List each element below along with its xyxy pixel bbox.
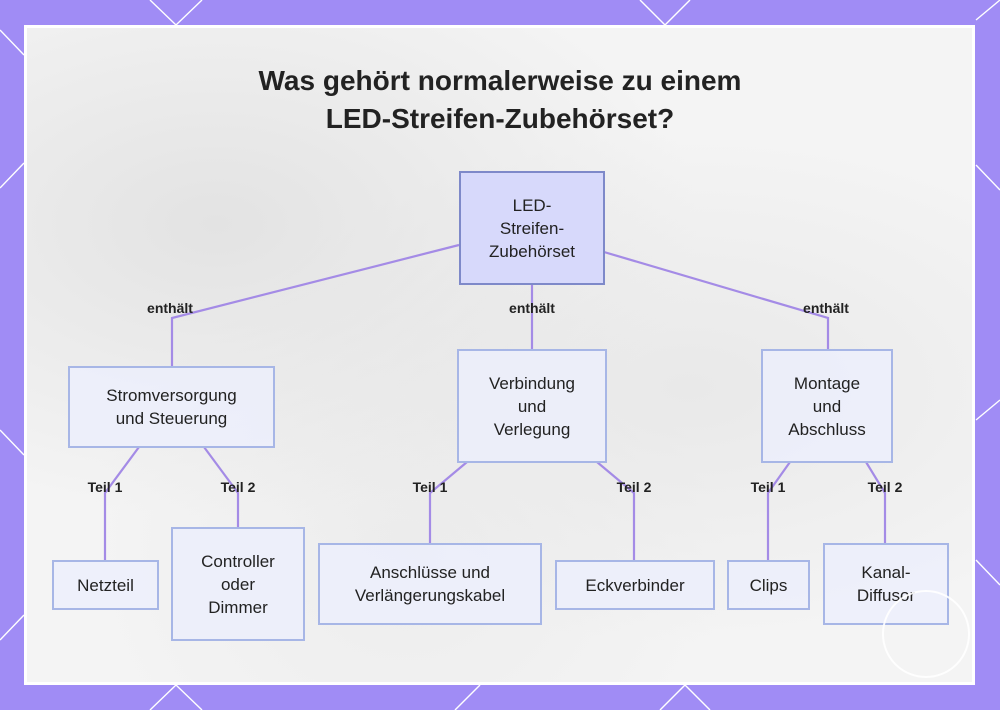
edge-label-teil1-mounting: Teil 1 — [750, 479, 786, 495]
node-mounting-label: Montage und Abschluss — [788, 373, 866, 439]
node-eckverbinder-label: Eckverbinder — [585, 575, 685, 595]
edge-label-teil2-power: Teil 2 — [220, 479, 256, 495]
node-root: LED- Streifen- Zubehörset — [459, 171, 605, 285]
node-root-label: LED- Streifen- Zubehörset — [489, 195, 575, 261]
node-eckverbinder: Eckverbinder — [555, 560, 715, 610]
edge-root-mounting — [603, 250, 830, 350]
edge-power-netzteil — [103, 446, 140, 560]
edge-power-controller — [203, 446, 240, 528]
node-controller-label: Controller oder Dimmer — [201, 551, 275, 617]
edge-label-teil2-mounting: Teil 2 — [867, 479, 903, 495]
title-line-1: Was gehört normalerweise zu einem — [258, 65, 742, 96]
node-power-label: Stromversorgung und Steuerung — [106, 386, 237, 428]
edge-label-enthaelt-1: enthält — [147, 300, 193, 316]
page-title: Was gehört normalerweise zu einem LED-St… — [0, 62, 1000, 138]
title-line-2: LED-Streifen-Zubehörset? — [325, 103, 675, 134]
node-power: Stromversorgung und Steuerung — [68, 366, 275, 448]
node-connection-label: Verbindung und Verlegung — [488, 373, 576, 439]
node-netzteil-label: Netzteil — [77, 575, 134, 595]
node-netzteil: Netzteil — [52, 560, 159, 610]
node-clips-label: Clips — [749, 575, 788, 595]
edge-mounting-diffusor — [865, 461, 887, 544]
edge-root-power — [170, 243, 460, 366]
node-anschluesse: Anschlüsse und Verlängerungskabel — [318, 543, 542, 625]
node-mounting: Montage und Abschluss — [761, 349, 893, 463]
edge-mounting-clips — [766, 461, 791, 560]
edge-label-teil1-power: Teil 1 — [87, 479, 123, 495]
node-clips: Clips — [727, 560, 810, 610]
node-connection: Verbindung und Verlegung — [457, 349, 607, 463]
node-controller: Controller oder Dimmer — [171, 527, 305, 641]
watermark-logo-icon — [882, 590, 970, 678]
edge-label-enthaelt-3: enthält — [803, 300, 849, 316]
edge-label-teil1-connection: Teil 1 — [412, 479, 448, 495]
edge-label-enthaelt-2: enthält — [509, 300, 555, 316]
edge-connection-anschluesse — [428, 461, 468, 544]
edge-label-teil2-connection: Teil 2 — [616, 479, 652, 495]
edge-connection-eckverbinder — [596, 461, 636, 560]
node-anschluesse-label: Anschlüsse und Verlängerungskabel — [354, 563, 506, 605]
